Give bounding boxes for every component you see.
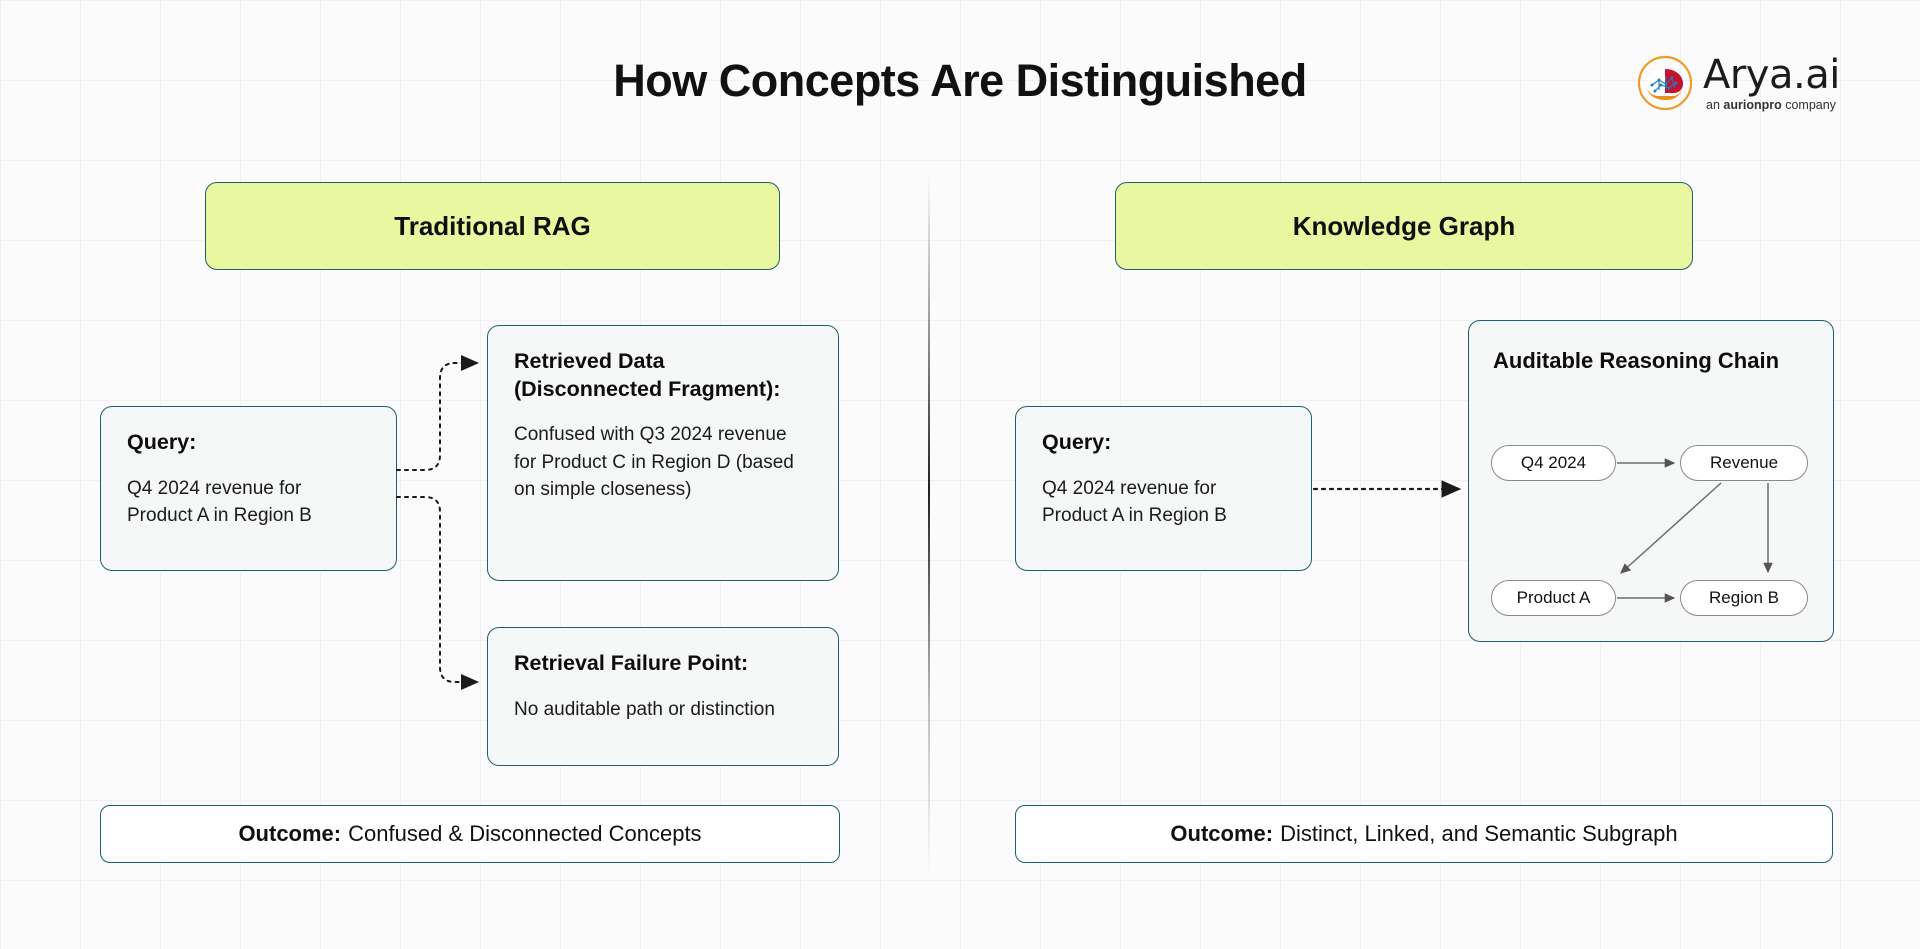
left-query-card: Query: Q4 2024 revenue for Product A in … xyxy=(100,406,397,571)
left-outcome-label: Outcome: xyxy=(238,821,342,846)
right-query-card: Query: Q4 2024 revenue for Product A in … xyxy=(1015,406,1312,571)
column-header-traditional-rag: Traditional RAG xyxy=(205,182,780,270)
arya-ai-logo: Arya.ai an aurionpro company xyxy=(1637,55,1840,112)
reasoning-chain-title: Auditable Reasoning Chain xyxy=(1493,348,1780,373)
right-outcome-bar: Outcome: Distinct, Linked, and Semantic … xyxy=(1015,805,1833,863)
kg-node-region-b[interactable]: Region B xyxy=(1680,580,1808,616)
column-header-knowledge-graph: Knowledge Graph xyxy=(1115,182,1693,270)
knowledge-graph-area: Q4 2024 Revenue Product A Region B xyxy=(1469,321,1835,643)
auditable-reasoning-chain-card: Auditable Reasoning Chain Q4 2024 Revenu… xyxy=(1468,320,1834,642)
retrieved-data-body: Confused with Q3 2024 revenue for Produc… xyxy=(514,424,794,501)
retrieved-data-card: Retrieved Data (Disconnected Fragment): … xyxy=(487,325,839,581)
edge-revenue-to-product xyxy=(1620,482,1722,574)
left-outcome-text: Confused & Disconnected Concepts xyxy=(348,821,702,846)
retrieval-failure-card: Retrieval Failure Point: No auditable pa… xyxy=(487,627,839,766)
connector-query-to-retrieved xyxy=(396,355,479,471)
left-outcome-bar: Outcome: Confused & Disconnected Concept… xyxy=(100,805,840,863)
left-query-body: Q4 2024 revenue for Product A in Region … xyxy=(127,477,312,527)
arya-brain-logo-icon xyxy=(1637,56,1693,111)
retrieved-data-title: Retrieved Data (Disconnected Fragment): xyxy=(514,349,781,401)
page-title: How Concepts Are Distinguished xyxy=(613,55,1307,106)
logo-wordmark: Arya.ai xyxy=(1703,52,1840,98)
kg-node-product-a[interactable]: Product A xyxy=(1491,580,1616,616)
retrieval-failure-title: Retrieval Failure Point: xyxy=(514,651,749,675)
knowledge-graph-edges xyxy=(1617,458,1773,603)
logo-tagline: an aurionpro company xyxy=(1706,98,1836,112)
right-outcome-text: Distinct, Linked, and Semantic Subgraph xyxy=(1280,821,1678,846)
left-query-title: Query: xyxy=(127,430,197,454)
kg-node-q4-2024[interactable]: Q4 2024 xyxy=(1491,445,1616,481)
kg-node-revenue[interactable]: Revenue xyxy=(1680,445,1808,481)
right-query-body: Q4 2024 revenue for Product A in Region … xyxy=(1042,477,1227,527)
right-outcome-label: Outcome: xyxy=(1170,821,1274,846)
retrieval-failure-body: No auditable path or distinction xyxy=(514,698,775,720)
connector-query-to-failure xyxy=(396,496,479,690)
column-divider xyxy=(928,175,930,875)
right-query-title: Query: xyxy=(1042,430,1112,454)
